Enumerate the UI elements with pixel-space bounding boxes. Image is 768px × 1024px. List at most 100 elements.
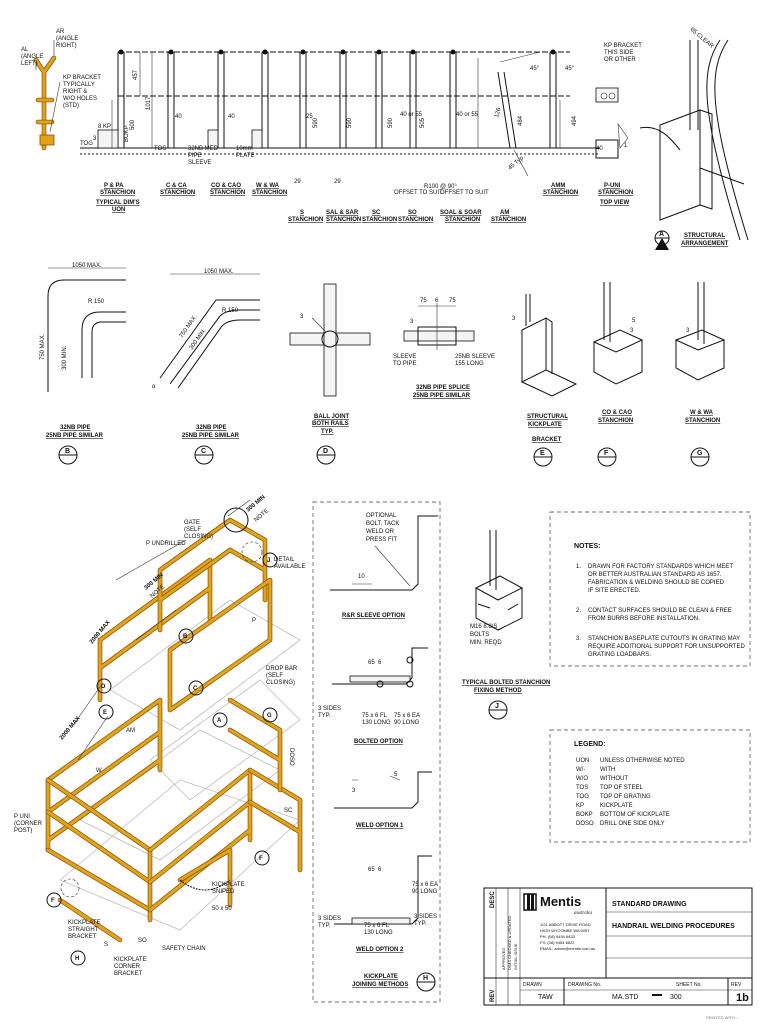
weld2-ea: 75 x 6 EA	[412, 882, 438, 888]
detail-b	[47, 267, 126, 465]
structural-label-2: ARRANGEMENT	[681, 241, 729, 247]
label-c-ca-2: STANCHION	[160, 190, 195, 196]
dim-40or55-a: 40 or 55	[400, 112, 423, 118]
rev-value: 1b	[736, 992, 749, 1004]
detail-f-letter: F	[604, 450, 609, 457]
structural-arrangement	[639, 39, 749, 250]
detail-d	[289, 283, 371, 465]
note-3-line-2: REQUIRE ADDITIONAL SUPPORT FOR UNSUPPORT…	[588, 644, 745, 650]
detail-f-title-1: CO & CAO	[602, 410, 632, 416]
section-a: A	[659, 231, 664, 238]
splice-note-sleeve: SLEEVE	[393, 354, 416, 360]
legend-k-6: BOKP	[576, 812, 593, 818]
note-2-line-1: CONTACT SURFACES SHOULD BE CLEAN & FREE	[588, 608, 732, 614]
iso-a: A	[217, 718, 222, 724]
dim-offset-a: OFFSET TO SUIT	[394, 190, 443, 196]
note-32nb-2: PIPE	[188, 153, 202, 159]
dim-45deg-b: 45°	[565, 66, 575, 72]
iso-note-a: NOTE	[253, 508, 270, 523]
bolted-ea: 75 x 6 EA	[394, 713, 420, 719]
dim-8kp: 8 KP	[98, 124, 111, 130]
dim-3: 3	[93, 136, 97, 142]
c-dim-alpha: α	[152, 384, 156, 390]
iso-kp-corner-2: CORNER	[114, 964, 141, 970]
rr-note-1: OPTIONAL	[366, 513, 397, 519]
note-ar-2: (ANGLE	[56, 36, 78, 42]
detail-d-title-2: BOTH RAILS	[312, 421, 349, 427]
detail-c	[159, 273, 260, 465]
iso-safety-chain: SAFETY CHAIN	[162, 946, 206, 952]
iso-f-a: F	[51, 898, 55, 904]
legend-v-6: BOTTOM OF KICKPLATE	[600, 812, 670, 818]
isometric-layout	[45, 499, 303, 966]
detail-bubbles	[46, 507, 278, 966]
c-dim-1050: 1050 MAX.	[204, 269, 234, 275]
note-al: AL	[21, 47, 29, 53]
splice-note-topipe: TO PIPE	[393, 361, 417, 367]
iso-dropbar-2: (SELF	[266, 673, 283, 679]
joining-title-2: JOINING METHODS	[352, 982, 408, 988]
footer-print: PRINTED WITH ...	[706, 1015, 739, 1020]
address-3: PH: (08) 9454 6833	[540, 934, 576, 939]
dim-29-a: 29	[294, 179, 301, 185]
rr-note-2: BOLT, TACK	[366, 521, 399, 527]
bolted-ea-long: 90 LONG	[394, 720, 420, 726]
dim-40or55-b: 40 or 55	[456, 112, 479, 118]
weld2-typ-b: TYP.	[414, 921, 427, 927]
iso-so: SO	[138, 938, 147, 944]
c-dim-r150: R 150	[222, 308, 239, 314]
note-kp-1: KP BRACKET	[63, 75, 101, 81]
detail-g-letter: G	[697, 450, 703, 457]
detail-d-letter: D	[323, 448, 328, 455]
iso-kp-sniped-3: 50 x 50	[212, 906, 232, 912]
label-sc-2: STANCHION	[362, 217, 397, 223]
iso-kp-corner-3: BRACKET	[114, 971, 143, 977]
weld2-65: 65	[368, 867, 375, 873]
detail-d-title-3: TYP.	[321, 429, 334, 435]
note-1-num: 1.	[576, 564, 581, 570]
weld2-typ-a: TYP.	[318, 923, 331, 929]
rev-line-2: DIMS CHECKED & UPDATED	[507, 916, 512, 970]
rev-line-1: APPROVED	[501, 948, 506, 970]
c-dim-300: 300 MIN.	[189, 327, 208, 351]
puni-one: 1	[624, 143, 628, 149]
detail-f-title-2: STANCHION	[598, 418, 633, 424]
dim-25: 25	[306, 114, 313, 120]
bolted-stanchion-note-3: MIN. REQD	[470, 640, 502, 646]
iso-2000max-b: 2000 MAX	[59, 716, 82, 742]
drawn-value: TAW	[538, 994, 553, 1001]
label-sal-1: SAL & SAR	[326, 210, 359, 216]
note-1-line-4: IF SITE ERECTED.	[588, 588, 641, 594]
legend-k-2: W/O	[576, 776, 588, 782]
bolted-stanchion	[474, 530, 524, 720]
sheet-value: 300	[670, 994, 682, 1001]
dim-590-c: 590	[388, 117, 394, 128]
joining-letter: H	[423, 975, 428, 982]
iso-gate-2: (SELF	[184, 527, 201, 533]
dim-45typ: 45 Typ.	[507, 154, 526, 171]
legend-k-4: TOG	[576, 794, 589, 800]
puni-top-view	[595, 87, 629, 159]
iso-detail-2: AVAILABLE	[274, 564, 305, 570]
bolted-3sides: 3 SIDES	[318, 706, 341, 712]
iso-dropbar-1: DROP BAR	[266, 666, 298, 672]
label-s-2: STANCHION	[288, 217, 323, 223]
iso-p-undrilled: P UNDRILLED	[146, 541, 186, 547]
label-c-ca-1: C & CA	[166, 183, 187, 189]
detail-c-title-2: 25NB PIPE SIMILAR	[182, 433, 240, 439]
note-32nb-3: SLEEVE	[188, 160, 211, 166]
iso-kp-straight-3: BRACKET	[68, 934, 97, 940]
detail-g	[674, 282, 726, 467]
address-1: 1/21 ABBOTT DRIVE ROAD	[540, 922, 591, 927]
dim-40-b: 40	[228, 114, 235, 120]
splice-dim-3: 3	[410, 319, 414, 325]
note-al-3: LEFT)	[21, 61, 38, 67]
label-p-pa-2: STANCHION	[100, 190, 135, 196]
rev-line-3: INITIAL ISSUE	[513, 943, 518, 970]
dim-484: 484	[518, 115, 524, 126]
legend-v-1: WITH	[600, 767, 615, 773]
note-3-num: 3.	[576, 636, 581, 642]
bolted-fl: 75 x 6 FL	[362, 713, 388, 719]
note-plate-2: PLATE	[236, 153, 255, 159]
